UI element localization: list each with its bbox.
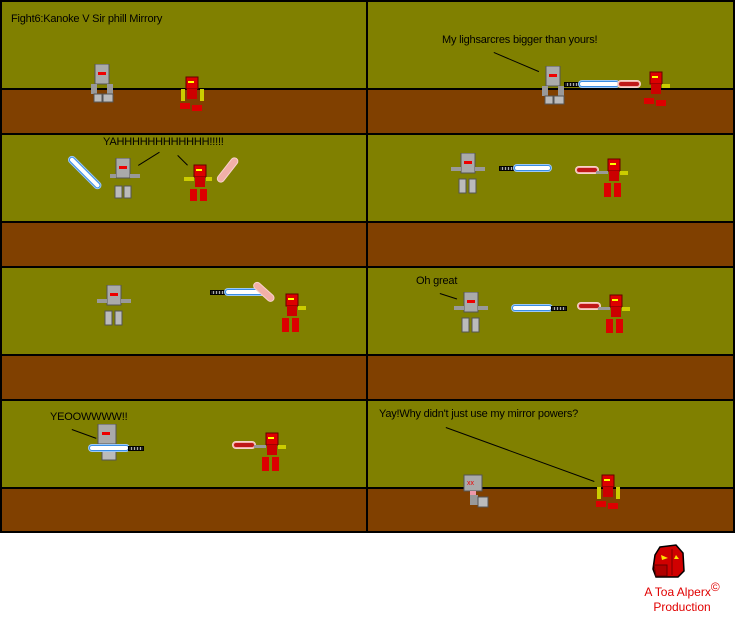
saber-hilt [551, 306, 567, 311]
ground [2, 487, 366, 531]
copyright-symbol: © [710, 580, 720, 594]
red-robot-icon [254, 432, 286, 471]
saber-hilt [128, 446, 144, 451]
saber-hilt [564, 82, 580, 87]
title-caption: Fight6:Kanoke V Sir phill Mirrory [11, 13, 163, 25]
silver-robot-icon [110, 158, 140, 199]
blue-lightsaber [580, 82, 618, 86]
red-robot-icon [598, 294, 630, 333]
panel-6: Oh great [368, 268, 733, 399]
ground [368, 487, 733, 531]
silver-robot-icon [451, 153, 485, 194]
speech-pointer [493, 52, 540, 73]
saber-hilt [210, 290, 226, 295]
comic-strip: Fight6:Kanoke V Sir phill Mirrory My lig… [0, 0, 735, 533]
speech-text: Oh great [416, 275, 458, 287]
blue-lightsaber [515, 166, 550, 170]
red-mask-logo-icon [652, 544, 685, 578]
credit-line-2: Production [653, 600, 711, 614]
ground [2, 221, 366, 266]
ground [368, 354, 733, 399]
panel-3: YAHHHHHHHHHHHH!!!!! [2, 135, 366, 266]
blue-lightsaber [69, 157, 101, 189]
red-lightsaber [579, 304, 599, 308]
defeated-silver-robot-icon: xx [463, 474, 489, 508]
svg-text:xx: xx [467, 480, 475, 487]
blue-lightsaber [90, 446, 128, 450]
ground [2, 354, 366, 399]
red-robot-icon [596, 474, 620, 509]
panel-5 [2, 268, 366, 399]
panel-7: YEOOWWWW!! [2, 401, 366, 531]
red-lightsaber [619, 82, 639, 86]
silver-robot-icon [91, 64, 114, 103]
speech-text: Yay!Why didn't just use my mirror powers… [379, 408, 579, 420]
red-robot-icon [644, 71, 670, 106]
saber-hilt [499, 166, 515, 171]
credit-text: A Toa Alperx© Production [632, 580, 732, 615]
red-robot-icon [282, 293, 306, 332]
red-lightsaber [234, 443, 254, 447]
panel-2: My lighsarcres bigger than yours! [368, 2, 733, 133]
ground [368, 221, 733, 266]
speech-text: YEOOWWWW!! [50, 411, 128, 423]
silver-robot-icon [542, 66, 565, 105]
speech-text: My lighsarcres bigger than yours! [442, 34, 598, 46]
panel-8: Yay!Why didn't just use my mirror powers… [368, 401, 733, 531]
red-robot-icon [184, 164, 212, 201]
red-robot-icon [596, 158, 628, 197]
blue-lightsaber [513, 306, 551, 310]
panel-1: Fight6:Kanoke V Sir phill Mirrory [2, 2, 366, 133]
blue-lightsaber [226, 290, 264, 294]
silver-robot-icon [97, 285, 131, 326]
red-lightsaber [218, 158, 238, 182]
red-robot-icon [180, 76, 204, 111]
silver-robot-icon [454, 292, 488, 333]
speech-text: YAHHHHHHHHHHHH!!!!! [103, 136, 224, 148]
red-lightsaber [577, 168, 597, 172]
credit-line-1: A Toa Alperx [644, 585, 711, 599]
silver-robot-icon [97, 424, 117, 461]
panel-4 [368, 135, 733, 266]
speech-pointer [71, 429, 97, 439]
